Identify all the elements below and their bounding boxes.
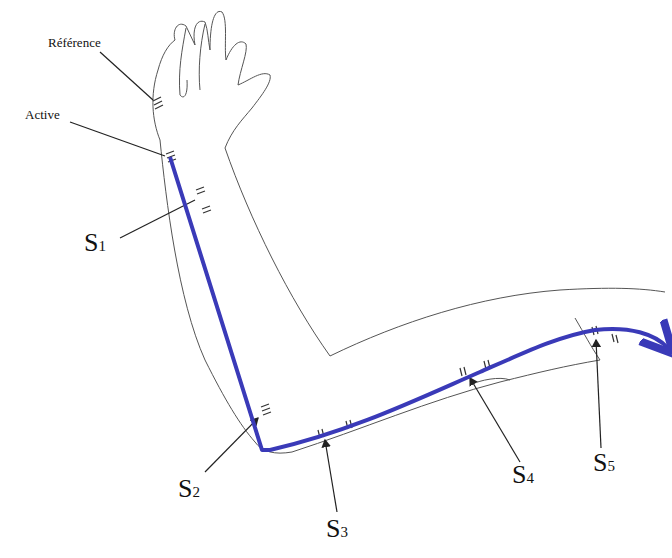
electrode-label: Référence (48, 36, 101, 49)
leader-lines (70, 52, 601, 512)
site-label: S4 (512, 462, 534, 488)
site-label: S1 (84, 230, 106, 256)
arm-outline (153, 11, 665, 453)
conduction-path (170, 157, 668, 450)
site-label: S3 (326, 516, 348, 542)
electrode-label: Active (25, 108, 60, 121)
site-label: S5 (593, 450, 615, 476)
site-label: S2 (178, 476, 200, 502)
electrode-marks (153, 97, 618, 438)
